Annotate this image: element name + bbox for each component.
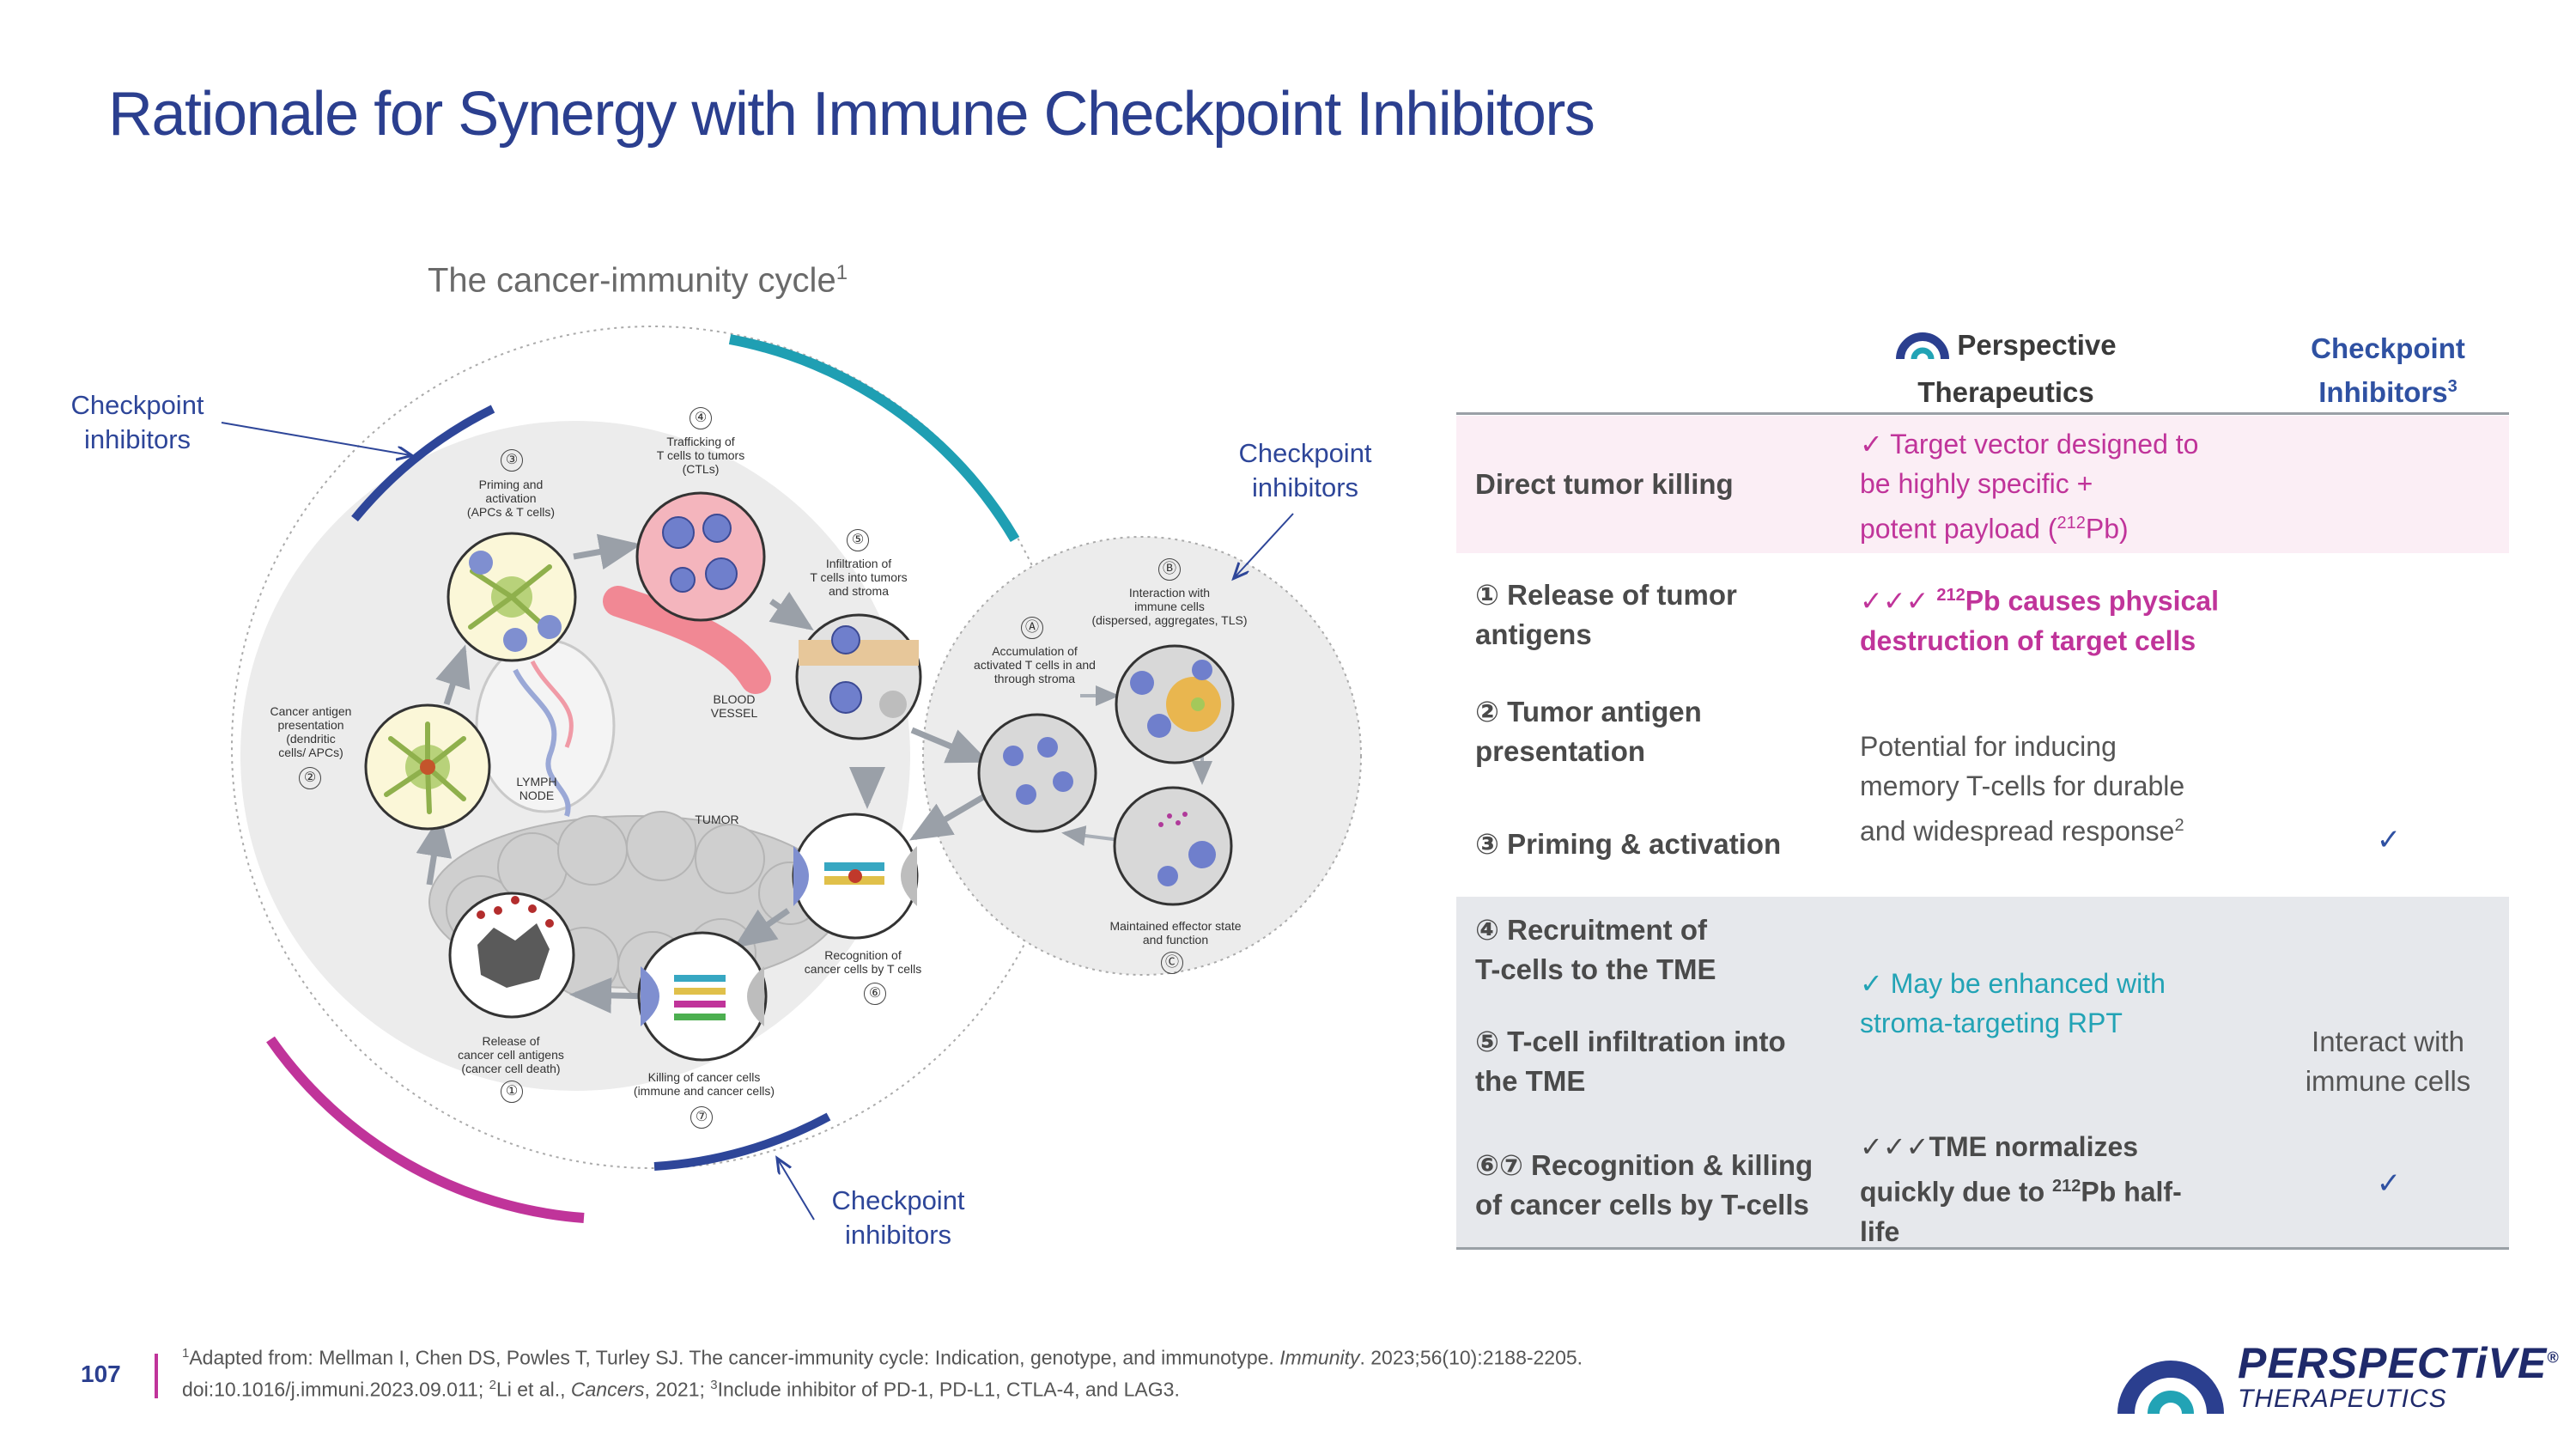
navy-arc-left xyxy=(351,405,495,522)
brand-mark-icon xyxy=(2117,1361,2224,1415)
recognition-pt-value: ✓✓✓TME normalizes quickly due to 212Pb h… xyxy=(1860,1131,2182,1247)
presentation-priming-pt-value: Potential for inducing memory T-cells fo… xyxy=(1860,731,2185,847)
table-bottom-rule xyxy=(1456,1247,2509,1250)
header-divider xyxy=(1456,412,2509,415)
row-label-priming: ③ Priming & activation xyxy=(1475,828,1782,860)
stepB-cell xyxy=(1115,644,1235,764)
step1-number: ① xyxy=(501,1081,523,1103)
tme-background xyxy=(923,537,1361,975)
step2-number: ② xyxy=(299,767,321,789)
step4-number: ④ xyxy=(690,407,712,429)
stepC-cell xyxy=(1113,786,1233,906)
step7-caption: Killing of cancer cells(immune and cance… xyxy=(633,1070,775,1098)
step2-cell xyxy=(364,703,491,831)
page-number-divider xyxy=(155,1354,158,1398)
brand-logo: PERSPECTiVE® THERAPEUTICS xyxy=(2117,1323,2558,1426)
cycle-title: The cancer-immunity cycle1 xyxy=(428,261,848,300)
perspective-logo-icon xyxy=(1895,321,1950,374)
lymph-node-graphic xyxy=(475,638,616,817)
page-title: Rationale for Synergy with Immune Checkp… xyxy=(108,80,1595,149)
row-direct-tumor-killing xyxy=(1456,416,2509,553)
header-checkpoint-inhibitors: Checkpoint Inhibitors3 xyxy=(2311,332,2465,408)
navy-arc-bottom xyxy=(653,1112,831,1171)
row-tme-group xyxy=(1456,897,2509,1247)
row-label-direct: Direct tumor killing xyxy=(1475,468,1734,500)
blood-vessel-graphic xyxy=(603,586,771,694)
step3-number: ③ xyxy=(501,449,523,472)
release-pt-value: ✓✓✓ 212Pb causes physical destruction of… xyxy=(1860,585,2219,656)
step7-number: ⑦ xyxy=(690,1106,713,1129)
page-number: 107 xyxy=(81,1361,121,1387)
cycle-figure xyxy=(221,326,1362,1223)
step7-cell xyxy=(637,931,768,1062)
magenta-arc xyxy=(266,1036,585,1223)
recognition-ci-check-icon: ✓ xyxy=(2376,1167,2402,1200)
step1-cell xyxy=(448,892,575,1019)
teal-arc xyxy=(728,334,1020,543)
comparison-table: Perspective Therapeutics Approach Checkp… xyxy=(1456,309,2509,1254)
stepC-number: Ⓒ xyxy=(1161,952,1183,974)
step4-cell xyxy=(635,491,766,622)
step3-cell xyxy=(447,532,577,662)
tumor-label: TUMOR xyxy=(695,813,739,826)
step5-cell xyxy=(795,613,922,740)
priming-ci-check-icon: ✓ xyxy=(2376,824,2402,856)
brand-name: PERSPECTiVE® xyxy=(2238,1339,2560,1387)
direct-pt-value: ✓ Target vector designed to be highly sp… xyxy=(1860,429,2199,545)
footnotes: 1Adapted from: Mellman I, Chen DS, Powle… xyxy=(182,1346,1583,1401)
step5-number: ⑤ xyxy=(847,529,869,551)
brand-subtitle: THERAPEUTICS xyxy=(2238,1385,2447,1413)
step6-cell xyxy=(792,813,919,940)
stepA-number: Ⓐ xyxy=(1021,617,1043,639)
stepB-number: Ⓑ xyxy=(1158,558,1181,581)
step6-number: ⑥ xyxy=(864,983,886,1005)
stepA-cell xyxy=(977,713,1097,833)
